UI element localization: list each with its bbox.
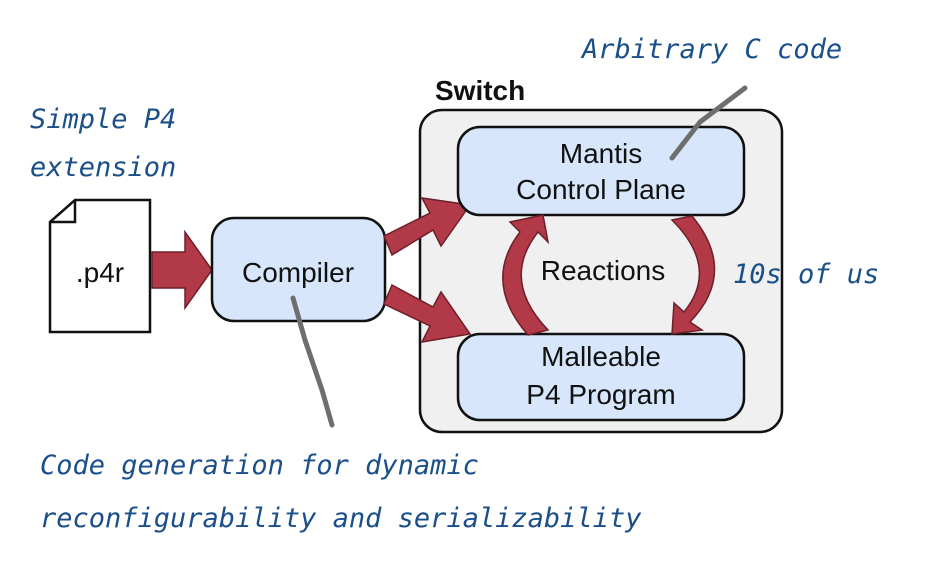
annotation-codegen-line2: reconfigurability and serializability [40,503,642,534]
program-box [456,332,746,422]
p4r-file-icon [48,198,152,334]
annotation-simple-ext-line1: Simple P4 [30,104,176,135]
pointer-arbitrary-c [669,85,748,161]
switch-title: Switch [435,75,525,106]
pointer-codegen [290,295,335,428]
arrow-compiler-to-program [383,283,472,343]
control-plane-box [456,125,746,217]
file-label: .p4r [76,257,124,288]
control-plane-line2: Control Plane [516,174,686,205]
control-plane-line1: Mantis [560,138,642,169]
file-corner-fold [50,200,77,224]
arrow-compiler-to-control-plane [383,197,472,257]
compiler-label: Compiler [242,257,354,288]
annotation-latency: 10s of us [733,259,879,290]
annotation-codegen-line1: Code generation for dynamic [40,450,479,481]
program-line2: P4 Program [526,379,675,410]
program-line1: Malleable [541,341,661,372]
annotation-arbitrary-c: Arbitrary C code [580,34,842,65]
reactions-label: Reactions [541,255,666,286]
annotation-simple-ext-line2: extension [30,152,176,183]
arrow-file-to-compiler [151,229,213,311]
reaction-arrow-up [502,214,550,336]
reaction-arrow-down [670,215,716,335]
